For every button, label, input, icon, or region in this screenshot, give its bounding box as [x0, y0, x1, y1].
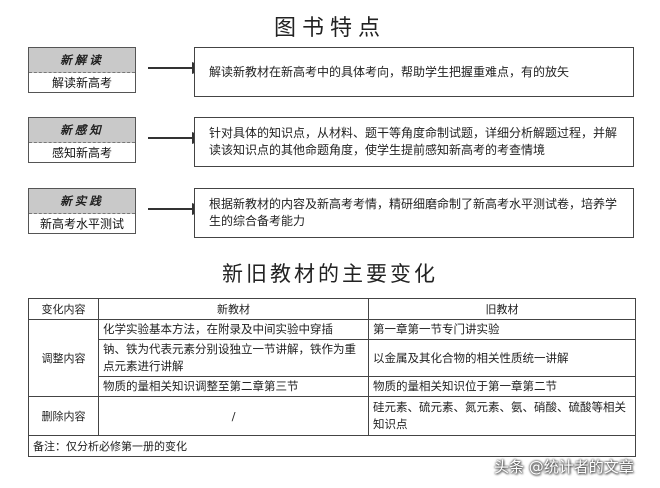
table-note-row: 备注：仅分析必修第一册的变化	[28, 435, 636, 457]
cell-new: /	[98, 396, 369, 436]
table-row: 物质的量相关知识调整至第二章第三节 物质的量相关知识位于第一章第二节	[29, 376, 636, 397]
watermark: 头条 @统计者的文章	[494, 458, 634, 476]
table-header-row: 变化内容 新教材 旧教材	[28, 298, 636, 320]
category-cell-adjust: 调整内容	[28, 319, 99, 397]
header-cell-category: 变化内容	[28, 298, 99, 320]
cell-old: 物质的量相关知识位于第一章第二节	[368, 376, 636, 397]
header-cell-new: 新教材	[98, 298, 369, 320]
feature-badge: 新感知 感知新高考	[28, 117, 136, 163]
header-cell-old: 旧教材	[368, 298, 636, 320]
cell-new: 物质的量相关知识调整至第二章第三节	[98, 376, 369, 397]
feature-description: 针对具体的知识点，从材料、题干等角度命制试题，详细分析解题过程，并解读该知识点的…	[194, 117, 634, 167]
feature-description: 解读新教材在新高考中的具体考向，帮助学生把握重难点，有的放矢	[194, 47, 634, 97]
section-title-changes: 新旧教材的主要变化	[222, 262, 438, 286]
cell-old: 以金属及其化合物的相关性质统一讲解	[368, 339, 636, 377]
table-row: 钠、铁为代表元素分别设独立一节讲解，铁作为重点元素进行讲解 以金属及其化合物的相…	[29, 339, 636, 377]
feature-tag: 新解读	[29, 48, 135, 73]
cell-new: 化学实验基本方法，在附录及中间实验中穿插	[98, 319, 369, 340]
feature-description: 根据新教材的内容及新高考考情，精研细磨命制了新高考水平测试卷，培养学生的综合备考…	[194, 188, 634, 238]
feature-description-text: 针对具体的知识点，从材料、题干等角度命制试题，详细分析解题过程，并解读该知识点的…	[209, 126, 618, 157]
feature-label: 解读新高考	[51, 76, 112, 90]
table-row: 调整内容 化学实验基本方法，在附录及中间实验中穿插 第一章第一节专门讲实验	[28, 319, 636, 397]
feature-item-perceive: 新感知 感知新高考 针对具体的知识点，从材料、题干等角度命制试题，详细分析解题过…	[28, 117, 636, 169]
feature-item-interpret: 新解读 解读新高考 解读新教材在新高考中的具体考向，帮助学生把握重难点，有的放矢	[28, 47, 636, 99]
feature-item-practice: 新实践 新高考水平测试 根据新教材的内容及新高考考情，精研细磨命制了新高考水平测…	[28, 188, 636, 240]
feature-description-text: 解读新教材在新高考中的具体考向，帮助学生把握重难点，有的放矢	[209, 64, 570, 79]
table-note: 备注：仅分析必修第一册的变化	[28, 435, 636, 457]
table-row: 删除内容 / 硅元素、硫元素、氮元素、氨、硝酸、硫酸等相关知识点	[28, 396, 636, 436]
comparison-table: 变化内容 新教材 旧教材 调整内容 化学实验基本方法，在附录及中间实验中穿插 第…	[28, 298, 636, 457]
feature-description-text: 根据新教材的内容及新高考考情，精研细磨命制了新高考水平测试卷，培养学生的综合备考…	[209, 197, 618, 228]
feature-label: 新高考水平测试	[39, 217, 124, 231]
feature-badge: 新实践 新高考水平测试	[28, 188, 136, 234]
category-cell-delete: 删除内容	[28, 396, 99, 436]
cell-old: 第一章第一节专门讲实验	[368, 319, 636, 340]
cell-old: 硅元素、硫元素、氮元素、氨、硝酸、硫酸等相关知识点	[368, 396, 636, 436]
feature-tag: 新实践	[29, 189, 135, 214]
cell-new: 钠、铁为代表元素分别设独立一节讲解，铁作为重点元素进行讲解	[98, 339, 369, 377]
feature-label: 感知新高考	[51, 146, 112, 160]
feature-badge: 新解读 解读新高考	[28, 47, 136, 93]
section-title-features: 图书特点	[273, 16, 386, 41]
feature-tag: 新感知	[29, 118, 135, 143]
